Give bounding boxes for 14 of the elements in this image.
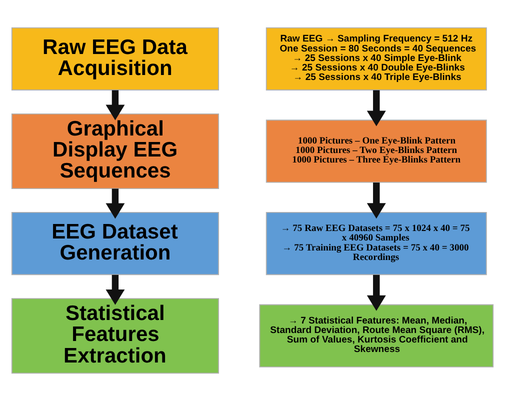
arrow [366,182,386,219]
node-box: Raw EEG → Sampling Frequency = 512 Hz One Session = 80 Seconds = 40 Sequences → 25 Sessions x 40 Simple Eye-Blink → 25 Sessions x 40 Double Eye-Blinks → 25 Sessions x 40 Triple Eye-Blinks [266,27,487,90]
node-box: Raw EEG Data Acquisition [11,27,220,90]
arrow [366,90,386,126]
node-box: EEG Dataset Generation [11,212,220,276]
node-box: Graphical Display EEG Sequences [11,113,220,190]
arrow [106,274,125,305]
node-box: Statistical Features Extraction [11,298,220,374]
arrow [106,90,125,120]
arrow [366,274,386,311]
arrow [106,188,125,219]
node-box: 1000 Pictures – One Eye-Blink Pattern 1000 Pictures – Two Eye-Blinks Pattern 1000 Pictures – Three Eye-Blinks Pattern [266,120,487,183]
node-box: → 75 Raw EEG Datasets = 75 x 1024 x 40 = 75 x 40960 Samples → 75 Training EEG Datasets = 75 x 40 = 3000 Recordings [266,212,487,276]
node-box: → 7 Statistical Features: Mean, Median, Standard Deviation, Route Mean Square (RMS), Sum of Values, Kurtosis Coefficient and Skewness [259,304,494,368]
